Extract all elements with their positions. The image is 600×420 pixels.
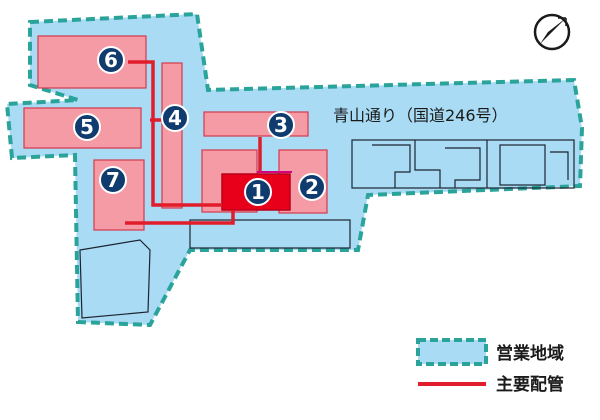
legend-operating-area: 営業地域 xyxy=(496,343,564,364)
svg-text:2: 2 xyxy=(305,175,319,199)
legend-main-pipe: 主要配管 xyxy=(496,374,564,395)
buildings xyxy=(23,35,328,231)
legend-area-swatch xyxy=(416,338,488,366)
building-4 xyxy=(161,62,183,209)
main-pipes xyxy=(125,60,292,225)
svg-text:4: 4 xyxy=(168,106,182,130)
road-label: 青山通り（国道246号） xyxy=(333,106,508,125)
marker-1[interactable]: 1 xyxy=(244,178,272,206)
svg-text:1: 1 xyxy=(251,180,265,204)
compass-north-icon xyxy=(533,13,571,51)
marker-3[interactable]: 3 xyxy=(267,111,295,139)
svg-text:3: 3 xyxy=(274,113,288,137)
marker-2[interactable]: 2 xyxy=(298,173,326,201)
svg-text:5: 5 xyxy=(80,115,94,139)
svg-text:7: 7 xyxy=(106,168,120,192)
svg-text:6: 6 xyxy=(104,48,118,72)
marker-4[interactable]: 4 xyxy=(161,104,189,132)
lot-outlines xyxy=(79,139,575,319)
marker-7[interactable]: 7 xyxy=(99,166,127,194)
marker-6[interactable]: 6 xyxy=(97,46,125,74)
legend: 営業地域 主要配管 xyxy=(416,338,564,395)
marker-5[interactable]: 5 xyxy=(73,113,101,141)
